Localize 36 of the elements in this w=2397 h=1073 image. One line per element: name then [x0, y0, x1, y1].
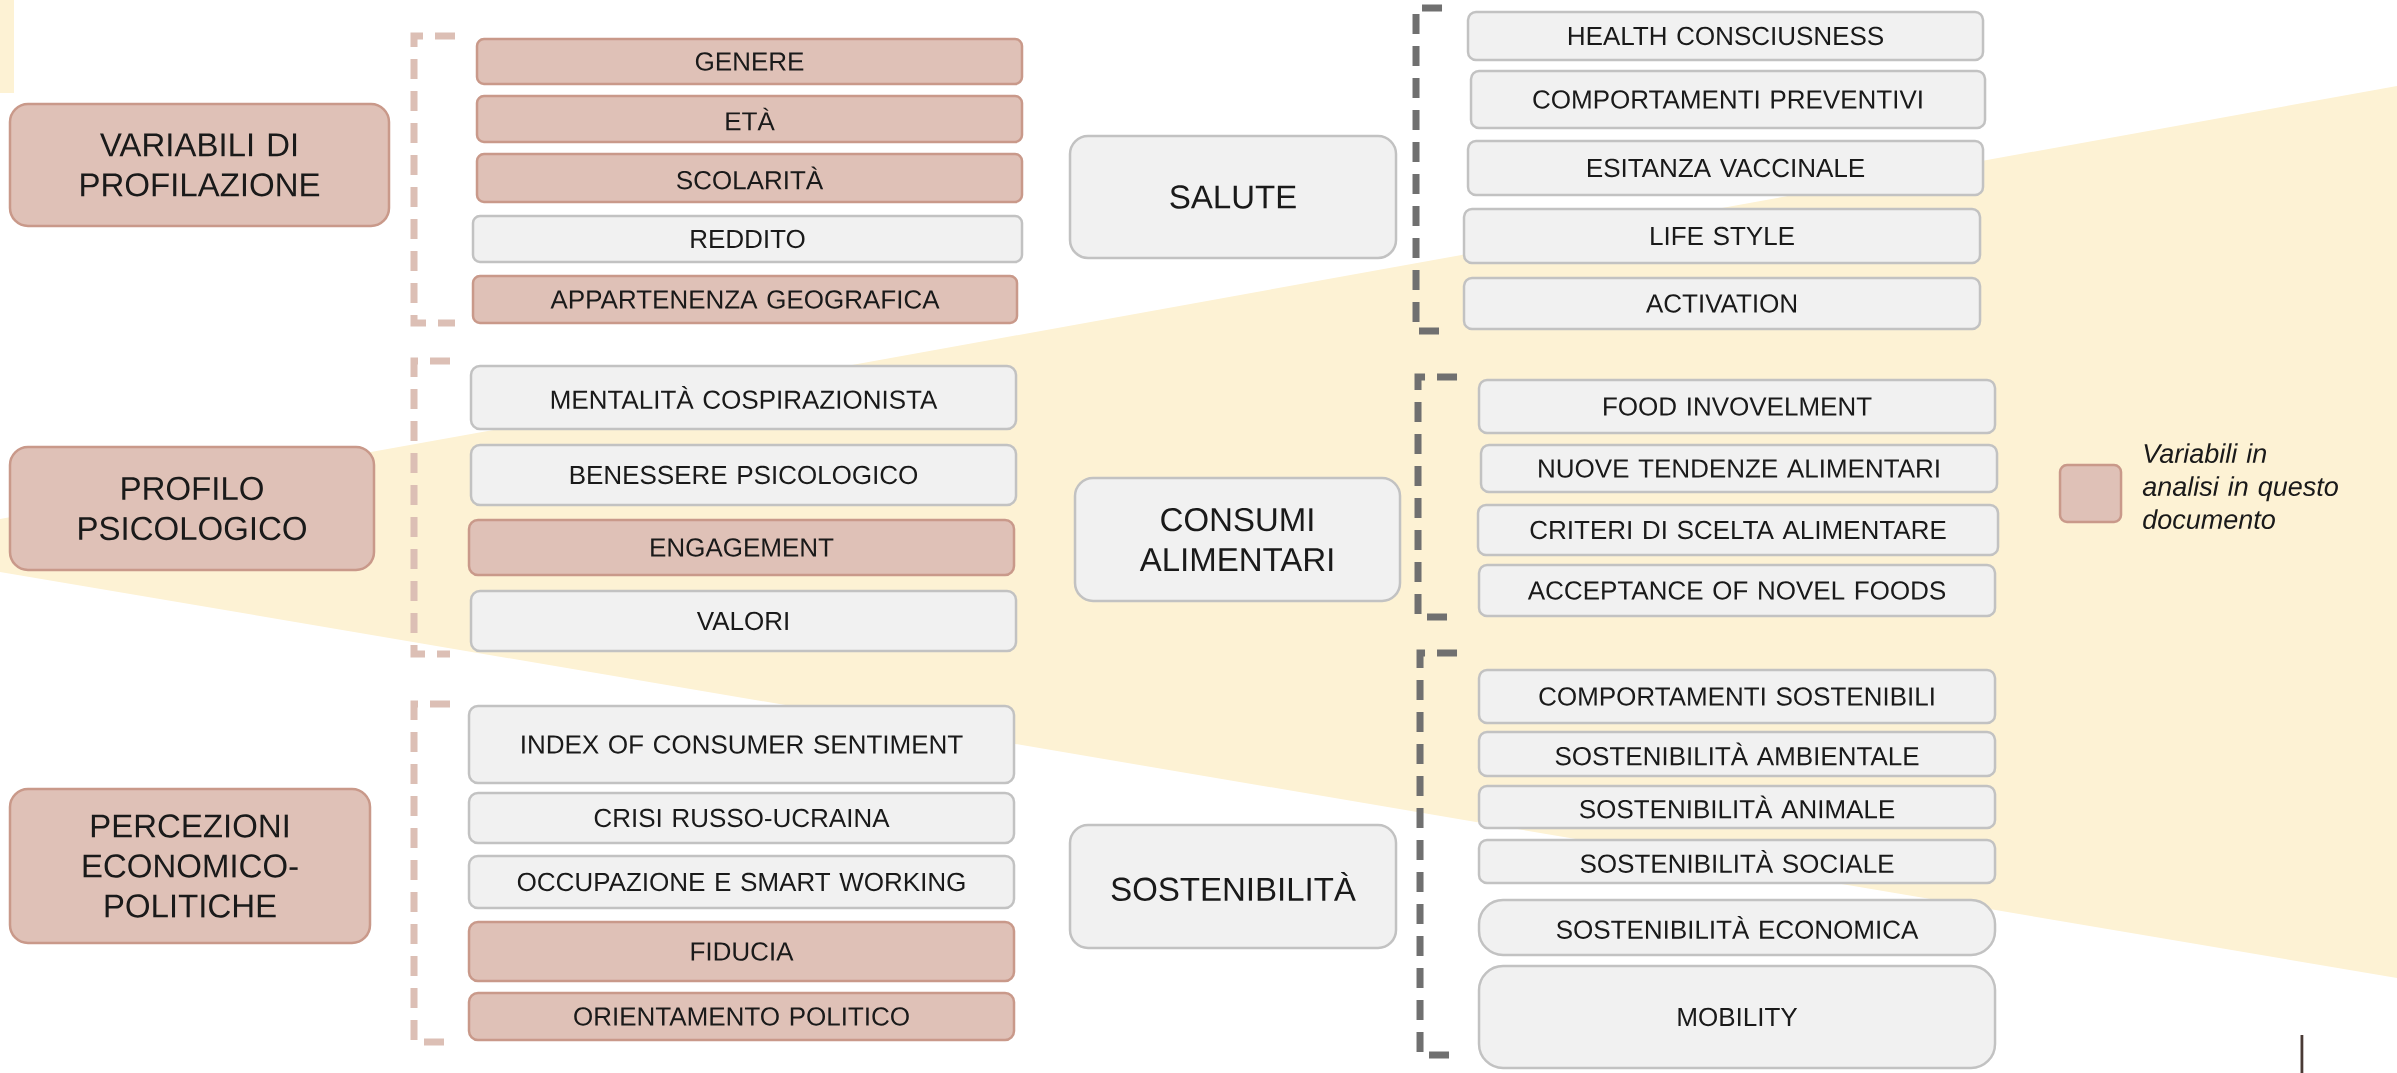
variable-box: CRITERI DI SCELTA ALIMENTARE: [1476, 503, 2000, 557]
variable-box: COMPORTAMENTI SOSTENIBILI: [1477, 668, 1997, 725]
variable-box: SCOLARITÀ: [475, 152, 1024, 204]
variable-box: FIDUCIA: [467, 920, 1016, 983]
variable-box: ETÀ: [475, 94, 1024, 144]
variable-box: ESITANZA VACCINALE: [1466, 139, 1985, 197]
category-box: CONSUMI ALIMENTARI: [1073, 476, 1402, 603]
variable-box: COMPORTAMENTI PREVENTIVI: [1469, 69, 1987, 130]
variable-box: ACCEPTANCE OF NOVEL FOODS: [1477, 563, 1997, 618]
variable-box: BENESSERE PSICOLOGICO: [469, 443, 1018, 507]
variable-box: REDDITO: [471, 214, 1024, 264]
variable-box: INDEX OF CONSUMER SENTIMENT: [467, 704, 1016, 785]
variable-box: ACTIVATION: [1462, 276, 1982, 331]
category-box: VARIABILI DI PROFILAZIONE: [8, 102, 391, 228]
variable-box: SOSTENIBILITÀ ANIMALE: [1477, 784, 1997, 830]
category-box: SALUTE: [1068, 134, 1398, 260]
variable-box: ORIENTAMENTO POLITICO: [467, 991, 1016, 1042]
legend-label: Variabili in analisi in questo documento: [2142, 443, 2338, 530]
variable-box: NUOVE TENDENZE ALIMENTARI: [1479, 443, 1999, 494]
variable-box: ENGAGEMENT: [467, 518, 1016, 577]
variable-box: SOSTENIBILITÀ ECONOMICA: [1477, 898, 1997, 957]
variable-box: LIFE STYLE: [1462, 207, 1982, 265]
variable-box: APPARTENENZA GEOGRAFICA: [471, 274, 1019, 325]
variable-box: CRISI RUSSO-UCRAINA: [467, 791, 1016, 845]
variable-box: MENTALITÀ COSPIRAZIONISTA: [469, 364, 1018, 431]
variable-box: VALORI: [469, 589, 1018, 653]
variable-box: HEALTH CONSCIUSNESS: [1466, 10, 1985, 62]
variable-box: MOBILITY: [1477, 964, 1997, 1070]
category-box: SOSTENIBILITÀ: [1068, 823, 1398, 950]
variable-box: SOSTENIBILITÀ AMBIENTALE: [1477, 730, 1997, 778]
category-box: PERCEZIONI ECONOMICO-POLITICHE: [8, 787, 372, 945]
variable-box: GENERE: [475, 37, 1024, 86]
category-box: PROFILO PSICOLOGICO: [8, 445, 376, 572]
variable-box: OCCUPAZIONE E SMART WORKING: [467, 854, 1016, 910]
variable-box: FOOD INVOVELMENT: [1477, 378, 1997, 435]
variable-box: SOSTENIBILITÀ SOCIALE: [1477, 838, 1997, 885]
